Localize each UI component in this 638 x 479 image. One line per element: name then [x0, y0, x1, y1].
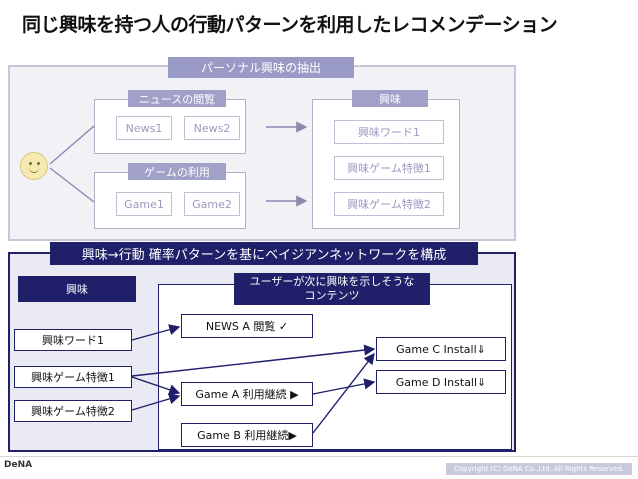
- bayesian-network-header: 興味→行動 確率パターンを基にベイジアンネットワークを構成: [50, 242, 478, 265]
- interest-node-game-feature-2: 興味ゲーム特徴2: [14, 400, 132, 422]
- personal-interest-header: パーソナル興味の抽出: [168, 57, 354, 78]
- interest-node-word: 興味ワード1: [14, 329, 132, 351]
- action-node-game-b: Game B 利用継続▶: [181, 423, 313, 447]
- user-face-icon: [20, 152, 48, 180]
- copyright-text: Copyright (C) DeNA Co.,Ltd. All Rights R…: [446, 463, 632, 475]
- news-chip-1: News1: [116, 116, 172, 140]
- face-to-news-line: [49, 125, 95, 165]
- page-title: 同じ興味を持つ人の行動パターンを利用したレコメンデーション: [22, 14, 558, 36]
- interest-chip-2: 興味ゲーム特徴1: [334, 156, 444, 180]
- edge-word-to-news-a: [131, 324, 181, 341]
- face-to-game-line: [49, 167, 95, 203]
- interest-chip-1: 興味ワード1: [334, 120, 444, 144]
- edge-feature1-to-game-a: [131, 376, 181, 396]
- game-chip-1: Game1: [116, 192, 172, 216]
- edge-game-a-to-game-d: [312, 378, 376, 395]
- interest-column-label: 興味: [18, 276, 136, 302]
- action-node-game-a: Game A 利用継続 ▶: [181, 382, 313, 406]
- footer-divider: [0, 456, 638, 457]
- news-chip-2: News2: [184, 116, 240, 140]
- game-group-label: ゲームの利用: [128, 163, 226, 180]
- install-node-game-d: Game D Install⇓: [376, 370, 506, 394]
- news-group-label: ニュースの閲覧: [128, 90, 226, 107]
- interest-node-game-feature-1: 興味ゲーム特徴1: [14, 366, 132, 388]
- game-chip-2: Game2: [184, 192, 240, 216]
- action-node-news-a: NEWS A 閲覧 ✓: [181, 314, 313, 338]
- interest-group-label: 興味: [352, 90, 428, 107]
- edge-feature2-to-game-a: [131, 393, 181, 411]
- install-node-game-c: Game C Install⇓: [376, 337, 506, 361]
- edge-game-b-to-game-c: [312, 352, 375, 434]
- interest-chip-3: 興味ゲーム特徴2: [334, 192, 444, 216]
- dena-logo: DeNA: [4, 460, 33, 470]
- edge-feature1-to-game-c: [131, 344, 376, 377]
- next-content-label: ユーザーが次に興味を示しそうな コンテンツ: [234, 273, 430, 305]
